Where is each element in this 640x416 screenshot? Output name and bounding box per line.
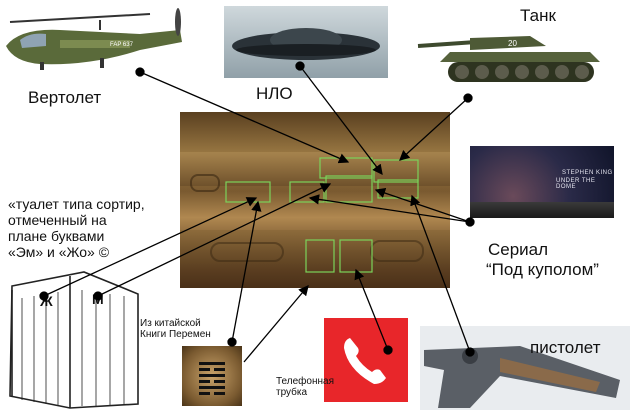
label-phone: Телефонная трубка bbox=[276, 376, 334, 398]
label-helicopter: Вертолет bbox=[28, 88, 102, 107]
dot-helicopter bbox=[135, 67, 145, 77]
label-series: Сериал “Под куполом” bbox=[486, 240, 599, 280]
label-series-line2: “Под куполом” bbox=[486, 260, 599, 279]
label-pistol: пистолет bbox=[530, 338, 601, 357]
label-iching-line2: Книги Перемен bbox=[140, 329, 211, 340]
label-toilet-line1: «туалет типа сортир, bbox=[8, 196, 145, 212]
relief-photo bbox=[180, 112, 450, 288]
dot-iching bbox=[227, 337, 237, 347]
dot-series bbox=[465, 217, 475, 227]
arrow-iching-2 bbox=[243, 285, 309, 363]
label-toilet-line4: «Эм» и «Жо» © bbox=[8, 244, 110, 260]
series-poster: STEPHEN KING UNDER THE DOME bbox=[470, 146, 614, 218]
tank-turret-number: 20 bbox=[508, 39, 517, 48]
dot-toilet-2 bbox=[39, 291, 49, 301]
dot-tank bbox=[463, 93, 473, 103]
label-ufo: НЛО bbox=[256, 84, 293, 103]
iching-picture bbox=[182, 346, 242, 406]
poster-title-line2: UNDER THE DOME bbox=[556, 178, 596, 190]
phone-handset-icon bbox=[344, 338, 386, 384]
helicopter-tail-text: FAP 637 bbox=[110, 42, 134, 48]
outhouse-letter-zh: Ж bbox=[39, 293, 53, 309]
label-tank: Танк bbox=[520, 6, 556, 25]
label-series-line1: Сериал bbox=[488, 240, 549, 259]
dot-toilet-1 bbox=[93, 291, 103, 301]
label-phone-line1: Телефонная bbox=[276, 376, 334, 387]
label-toilet: «туалет типа сортир, отмеченный на плане… bbox=[8, 196, 145, 260]
label-toilet-line3: плане буквами bbox=[8, 228, 105, 244]
phone-sign bbox=[324, 318, 408, 402]
label-iching-line1: Из китайской bbox=[140, 318, 201, 329]
dot-pistol bbox=[465, 347, 475, 357]
poster-title-line1: STEPHEN KING bbox=[562, 170, 613, 176]
label-toilet-line2: отмеченный на bbox=[8, 212, 107, 228]
label-iching: Из китайской Книги Перемен bbox=[140, 318, 211, 340]
outhouse-letter-m: М bbox=[92, 291, 104, 307]
label-phone-line2: трубка bbox=[276, 387, 308, 398]
ufo-picture bbox=[224, 6, 388, 78]
